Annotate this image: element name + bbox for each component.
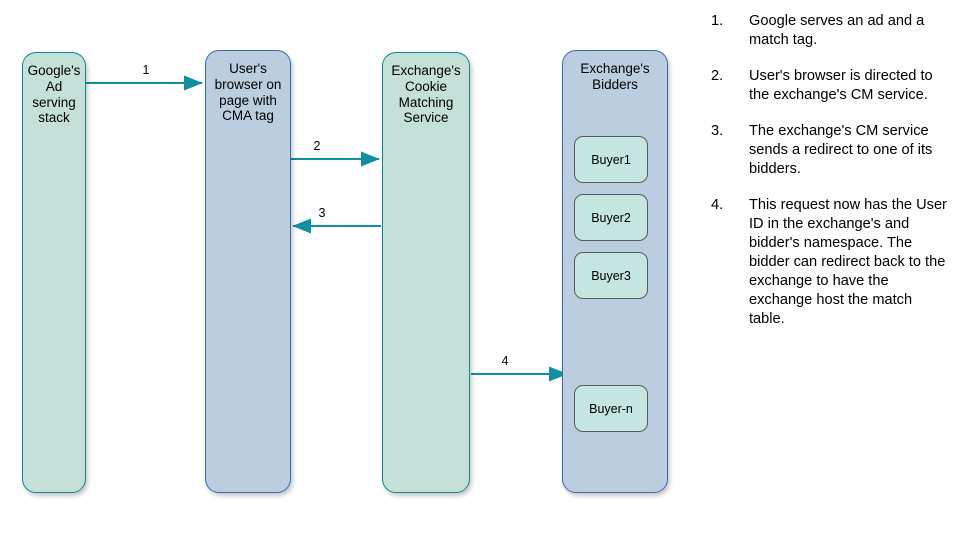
- legend-item-3: 3. The exchange's CM service sends a red…: [705, 122, 950, 179]
- legend-item-2-text: User's browser is directed to the exchan…: [749, 67, 933, 103]
- legend-item-1-text: Google serves an ad and a match tag.: [749, 13, 925, 48]
- buyer-box-buyer-n[interactable]: Buyer-n: [574, 385, 648, 432]
- buyer-box-buyer3[interactable]: Buyer3: [574, 252, 648, 299]
- buyer-box-buyer2[interactable]: Buyer2: [574, 194, 648, 241]
- legend-list: 1. Google serves an ad and a match tag. …: [705, 12, 950, 346]
- arrow-1-label: 1: [142, 63, 150, 77]
- legend-item-1: 1. Google serves an ad and a match tag.: [705, 12, 950, 50]
- legend-item-4-text: This request now has the User ID in the …: [749, 196, 947, 327]
- legend-item-1-number: 1.: [711, 13, 724, 29]
- arrow-4-label: 4: [501, 354, 509, 368]
- node-exchange-cookie-matching-service[interactable]: Exchange's Cookie Matching Service: [382, 52, 470, 493]
- legend-item-4: 4. This request now has the User ID in t…: [705, 196, 950, 329]
- arrow-3-label: 3: [318, 206, 326, 220]
- legend-item-3-text: The exchange's CM service sends a redire…: [749, 122, 933, 177]
- legend-item-4-number: 4.: [711, 196, 724, 213]
- legend-item-2-number: 2.: [711, 67, 724, 84]
- node-google-ad-serving-stack[interactable]: Google's Ad serving stack: [22, 52, 86, 493]
- legend-item-2: 2. User's browser is directed to the exc…: [705, 67, 950, 105]
- arrow-2-label: 2: [313, 139, 321, 153]
- node-user-browser[interactable]: User's browser on page with CMA tag: [205, 50, 291, 493]
- buyer-box-buyer1[interactable]: Buyer1: [574, 136, 648, 183]
- legend-item-3-number: 3.: [711, 122, 724, 139]
